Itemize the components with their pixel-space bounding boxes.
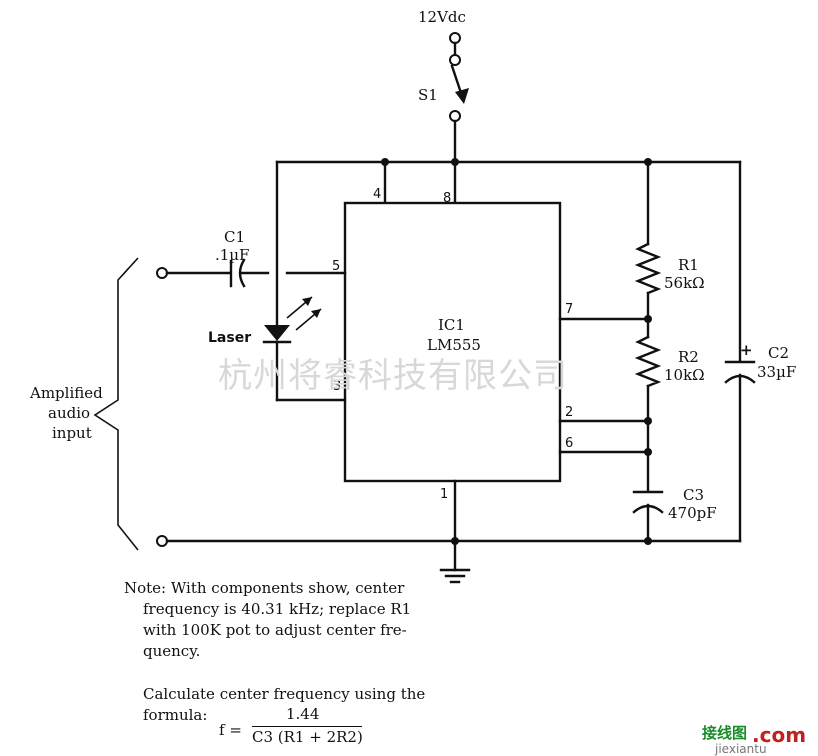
junction-dot [644,417,652,425]
ground-icon [439,539,471,584]
corner-logo: 接线图 .com jiexiantu [702,723,806,756]
formula-fraction-bar [252,726,362,727]
c3-value: 470pF [668,504,717,522]
resistor-r2: R2 10kΩ [634,335,705,388]
capacitor-c3: C3 470pF [632,486,717,522]
note-formula-label: formula: [143,706,208,724]
corner-logo-dotcom: .com [752,723,806,747]
corner-logo-cn: 接线图 [702,724,747,742]
formula-denominator: C3 (R1 + 2R2) [252,728,363,746]
note-line-2: frequency is 40.31 kHz; replace R1 [143,600,412,618]
switch-arrow-icon [455,88,469,104]
input-label-line1: Amplified [29,384,103,402]
c3-name: C3 [683,486,704,504]
laser-diode: Laser [208,296,322,346]
pin-5-label: 5 [332,259,340,274]
c2-value: 33µF [757,363,796,381]
ic-part: LM555 [427,336,481,354]
r2-name: R2 [678,348,699,366]
note-line-3: with 100K pot to adjust center fre- [143,621,407,639]
supply-label: 12Vdc [418,8,466,26]
switch-contact-top [449,54,461,66]
formula-lhs: f = [219,721,242,739]
pin-4-label: 4 [373,187,381,202]
capacitor-c1: C1 .1µF [215,228,249,288]
junction-dot [644,537,652,545]
input-label-line3: input [52,424,92,442]
supply-terminal [449,32,461,44]
laser-label: Laser [208,330,251,346]
c1-value: .1µF [215,246,249,264]
junction-dot [644,448,652,456]
input-terminal-top [156,267,168,279]
pin-3-label: 3 [333,379,341,394]
formula-numerator: 1.44 [286,705,320,723]
pin-7-label: 7 [565,302,573,317]
r2-value: 10kΩ [664,366,705,384]
note-line-1: Note: With components show, center [124,579,405,597]
resistor-r1: R1 56kΩ [634,242,705,295]
pin-8-label: 8 [443,191,451,206]
watermark: 杭州将睿科技有限公司 [218,356,568,396]
c1-name: C1 [224,228,245,246]
switch-label: S1 [418,86,438,104]
pin-6-label: 6 [565,436,573,451]
capacitor-c2: + C2 33µF [724,341,796,384]
input-terminal-bottom [156,535,168,547]
note-line-4: quency. [143,642,201,660]
ic-lm555: IC1 LM555 4 8 5 3 7 2 6 1 [332,187,573,502]
laser-diode-triangle [264,325,290,341]
switch-contact-bottom [449,110,461,122]
r1-name: R1 [678,256,699,274]
supply-switch-s1: 12Vdc S1 [418,8,469,164]
r1-value: 56kΩ [664,274,705,292]
input-label-line2: audio [48,404,90,422]
pin-1-label: 1 [440,487,448,502]
ic-body [343,201,562,483]
c2-polarity: + [740,341,753,359]
audio-input-connector: Amplified audio input [29,257,168,551]
pin-2-label: 2 [565,405,573,420]
note-calc-line: Calculate center frequency using the [143,685,426,703]
input-brace [93,257,139,551]
c2-name: C2 [768,344,789,362]
ic-name: IC1 [438,316,465,334]
junction-dot [644,315,652,323]
corner-logo-pinyin: jiexiantu [714,742,767,756]
